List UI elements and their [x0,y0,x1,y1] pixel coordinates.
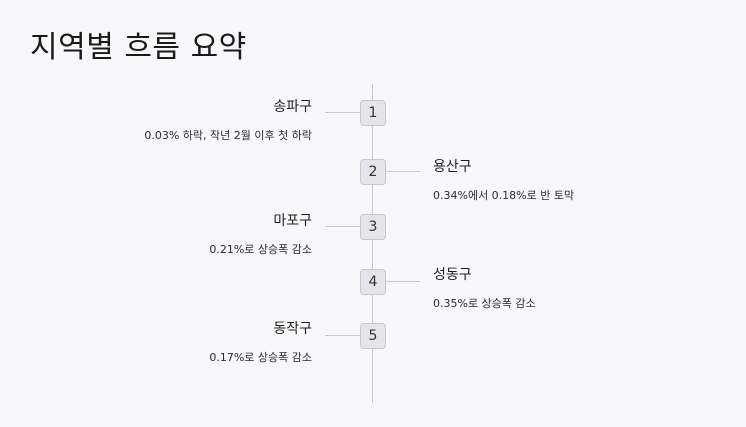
timeline-axis [372,84,373,403]
step-2-description: 0.34%에서 0.18%로 반 토막 [433,189,575,202]
connector-2 [386,171,420,172]
step-5-description: 0.17%로 상승폭 감소 [209,351,312,364]
step-5-badge: 5 [360,323,386,349]
step-3-entry: 마포구 0.21%로 상승폭 감소 [209,210,312,257]
step-2-badge: 2 [360,159,386,185]
step-3-badge: 3 [360,214,386,240]
connector-1 [325,112,360,113]
step-4-entry: 성동구 0.35%로 상승폭 감소 [433,264,536,311]
step-2-entry: 용산구 0.34%에서 0.18%로 반 토막 [433,156,574,203]
page-title: 지역별 흐름 요약 [30,30,247,65]
connector-5 [325,335,360,336]
step-1-entry: 송파구 0.03% 하락, 작년 2월 이후 첫 하락 [144,96,312,143]
step-3-name: 마포구 [273,213,312,229]
step-5-name: 동작구 [273,321,312,337]
step-5-entry: 동작구 0.17%로 상승폭 감소 [209,318,312,365]
step-4-badge: 4 [360,269,386,295]
step-4-description: 0.35%로 상승폭 감소 [433,297,536,310]
step-1-name: 송파구 [273,99,312,115]
connector-4 [386,281,420,282]
step-1-description: 0.03% 하락, 작년 2월 이후 첫 하락 [144,129,312,142]
step-3-description: 0.21%로 상승폭 감소 [209,243,312,256]
step-1-badge: 1 [360,100,386,126]
step-4-name: 성동구 [433,267,472,283]
step-2-name: 용산구 [433,159,472,175]
connector-3 [325,226,360,227]
